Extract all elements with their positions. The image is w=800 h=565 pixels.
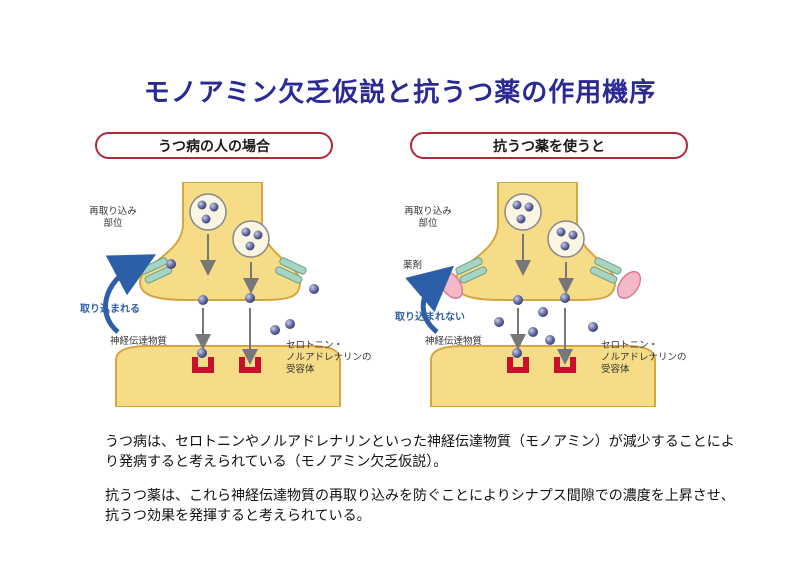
neurotransmitter-label: 神経伝達物質: [425, 336, 483, 347]
monoamine-molecule-icon: [166, 259, 319, 358]
paragraph-monoamine-hypothesis: うつ病は、セロトニンやノルアドレナリンといった神経伝達物質（モノアミン）が減少す…: [105, 434, 735, 470]
reuptake-arrow-icon: [102, 254, 157, 334]
vesicle-icon: [189, 193, 270, 365]
paragraph-antidepressant-mechanism: 抗うつ薬は、これら神経伝達物質の再取り込みを防ぐことによりシナプス間隙での濃度を…: [105, 488, 735, 524]
reuptake-transporter-icon: [455, 257, 622, 284]
heading-depression: うつ病の人の場合: [95, 132, 333, 159]
reuptake-site-label: 再取り込み 部位: [404, 206, 452, 229]
page-title: モノアミン欠乏仮説と抗うつ薬の作用機序: [143, 78, 657, 108]
blocked-reuptake-arrow-icon: [405, 265, 454, 334]
vesicle-icon: [504, 193, 585, 365]
reuptake-label: 取り込まれる: [80, 304, 140, 315]
receptor-label: セロトニン・ ノルアドレナリンの 受容体: [601, 340, 687, 375]
synapse-diagram-antidepressant: 再取り込み 部位 薬剤 取り込まれない 神経伝達物質 セロトニン・ ノルアドレナ…: [393, 182, 687, 407]
heading-antidepressant: 抗うつ薬を使うと: [410, 132, 688, 159]
receptor-label: セロトニン・ ノルアドレナリンの 受容体: [286, 340, 372, 375]
reuptake-site-label: 再取り込み 部位: [89, 206, 137, 229]
receptor-icon: [507, 357, 576, 373]
synapse-diagram-depression: 再取り込み 部位 取り込まれる 神経伝達物質 セロトニン・ ノルアドレナリンの …: [78, 182, 372, 407]
no-reuptake-label: 取り込まれない: [395, 312, 465, 323]
monoamine-molecule-icon: [494, 293, 598, 358]
neurotransmitter-label: 神経伝達物質: [110, 336, 168, 347]
receptor-icon: [192, 357, 261, 373]
drug-label: 薬剤: [403, 260, 423, 271]
